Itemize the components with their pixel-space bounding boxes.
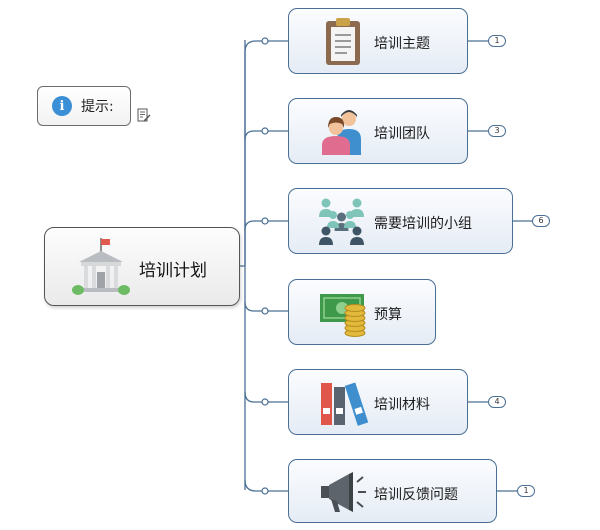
topic-training-theme[interactable]: 培训主题 [288,8,468,74]
child-count-badge[interactable]: 1 [517,485,535,497]
branch-line-1 [244,40,288,266]
child-count-badge[interactable]: 6 [532,215,550,227]
child-count-badge[interactable]: 4 [488,396,506,408]
branch-node-1 [261,37,269,45]
topic-groups-to-train[interactable]: 需要培训的小组 [288,188,513,254]
topic-training-materials[interactable]: 培训材料 [288,369,468,435]
central-topic[interactable]: 培训计划 [44,227,240,306]
topic-label: 培训主题 [374,36,430,52]
megaphone-icon [321,472,366,512]
branch-node-6 [261,487,269,495]
child-count-badge[interactable]: 1 [488,35,506,47]
topic-budget[interactable]: 预算 [288,279,436,345]
branch-node-4 [261,307,269,315]
hint-callout[interactable]: i 提示: [37,86,131,126]
money-coins-icon [320,294,366,337]
topic-label: 培训材料 [374,397,430,413]
topic-label: 培训反馈问题 [374,487,458,503]
clipboard-icon [326,18,360,65]
trunk-line [240,40,246,490]
branch-line-6 [244,479,288,492]
team-people-icon [322,110,361,155]
central-topic-label: 培训计划 [139,261,207,281]
hint-label: 提示: [81,99,114,115]
branch-node-5 [261,398,269,406]
branch-line-3 [244,220,288,231]
topic-label: 培训团队 [374,126,430,142]
branch-node-3 [261,217,269,225]
group-people-icon [319,198,364,245]
topic-training-feedback[interactable]: 培训反馈问题 [288,459,497,523]
branch-line-5 [244,391,288,403]
note-edit-icon[interactable] [137,108,151,123]
child-count-badge[interactable]: 3 [488,125,506,137]
topic-label: 预算 [374,307,402,323]
branch-line-4 [244,301,288,312]
topic-training-team[interactable]: 培训团队 [288,98,468,164]
info-circle-icon: i [52,96,72,116]
branch-line-2 [244,130,288,141]
building-flag-icon [72,238,130,295]
topic-label: 需要培训的小组 [374,216,472,232]
binders-icon [321,382,369,426]
branch-node-2 [261,127,269,135]
